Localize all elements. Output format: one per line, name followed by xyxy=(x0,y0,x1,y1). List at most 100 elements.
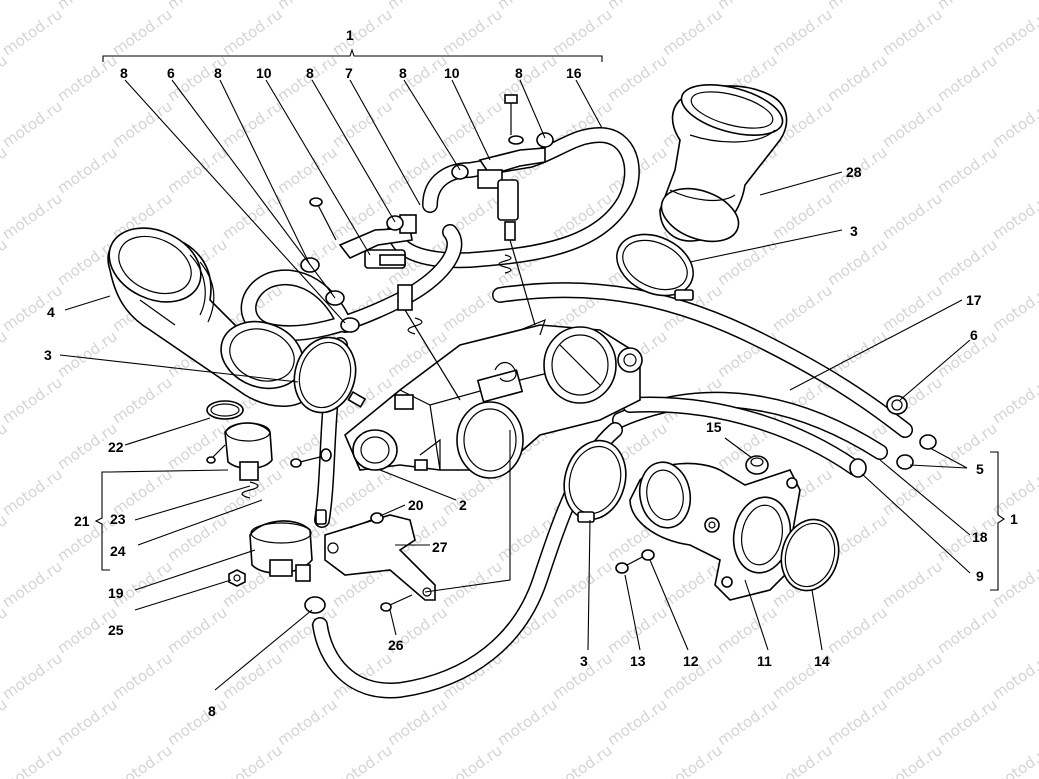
watermark-text: motod.ru xyxy=(549,741,616,779)
watermark-text: motod.ru xyxy=(219,741,286,779)
watermark-text: motod.ru xyxy=(989,557,1039,611)
watermark-text: motod.ru xyxy=(219,97,286,151)
watermark-text: motod.ru xyxy=(934,327,1001,381)
callout-26: 26 xyxy=(388,637,404,653)
callout-21: 21 xyxy=(74,513,90,529)
callout-27: 27 xyxy=(432,539,448,555)
watermark-text: motod.ru xyxy=(659,5,726,59)
watermark-text: motod.ru xyxy=(604,695,671,749)
sleeve-9 xyxy=(849,458,867,478)
watermark-text: motod.ru xyxy=(714,0,781,13)
spring-23 xyxy=(241,481,259,499)
watermark-text: motod.ru xyxy=(879,465,946,519)
fitting-small xyxy=(315,509,327,525)
callout-11: 11 xyxy=(757,653,772,669)
watermark-text: motod.ru xyxy=(824,695,891,749)
watermark-text: motod.ru xyxy=(0,649,66,703)
callout-10-b: 10 xyxy=(444,65,460,81)
watermark-text: motod.ru xyxy=(934,143,1001,197)
watermark-text: motod.ru xyxy=(54,0,121,13)
callout-14: 14 xyxy=(814,653,830,669)
watermark-text: motod.ru xyxy=(329,5,396,59)
watermark-text: motod.ru xyxy=(989,741,1039,779)
callout-3-c: 3 xyxy=(580,653,588,669)
spring-b xyxy=(407,317,423,335)
callout-9: 9 xyxy=(976,568,984,584)
callout-22: 22 xyxy=(108,439,124,455)
watermark-text: motod.ru xyxy=(604,0,671,13)
watermark-text: motod.ru xyxy=(659,741,726,779)
watermark-text: motod.ru xyxy=(0,741,66,779)
watermark-text: motod.ru xyxy=(934,0,1001,13)
watermark-text: motod.ru xyxy=(109,741,176,779)
watermark-text: motod.ru xyxy=(549,557,616,611)
screw-top xyxy=(309,197,337,241)
watermark-text: motod.ru xyxy=(604,51,671,105)
watermark-text: motod.ru xyxy=(0,189,66,243)
watermark-text: motod.ru xyxy=(0,557,66,611)
callout-labels: 1 8 6 8 10 8 7 8 10 8 16 28 3 17 6 4 3 2… xyxy=(44,27,1018,719)
watermark-text: motod.ru xyxy=(54,327,121,381)
watermark-text: motod.ru xyxy=(769,5,836,59)
watermark-text: motod.ru xyxy=(219,5,286,59)
intake-duct-4 xyxy=(107,227,311,407)
watermark-text: motod.ru xyxy=(219,649,286,703)
watermark-text: motod.ru xyxy=(274,695,341,749)
o-ring-22 xyxy=(206,400,244,420)
watermark-text: motod.ru xyxy=(879,97,946,151)
watermark-text: motod.ru xyxy=(329,741,396,779)
callout-8-f: 8 xyxy=(208,703,216,719)
watermark-text: motod.ru xyxy=(384,0,451,13)
watermark-text: motod.ru xyxy=(934,51,1001,105)
watermark-text: motod.ru xyxy=(714,695,781,749)
callout-8-a: 8 xyxy=(120,65,128,81)
watermark-text: motod.ru xyxy=(164,419,231,473)
sleeve-6 xyxy=(886,395,908,415)
watermark-text: motod.ru xyxy=(164,0,231,13)
fuel-rail-10-b xyxy=(477,94,546,326)
callout-1-top: 1 xyxy=(346,27,354,43)
watermark-text: motod.ru xyxy=(164,695,231,749)
throttle-body-2 xyxy=(344,318,643,479)
watermark-text: motod.ru xyxy=(824,51,891,105)
fuel-rail-10-a xyxy=(338,214,461,401)
watermark-text: motod.ru xyxy=(109,373,176,427)
clamp-3-bottom xyxy=(563,439,627,523)
callout-13: 13 xyxy=(630,653,646,669)
callout-24: 24 xyxy=(110,543,126,559)
callout-15: 15 xyxy=(706,419,722,435)
watermark-text: motod.ru xyxy=(54,143,121,197)
watermark-text: motod.ru xyxy=(934,419,1001,473)
watermark-text: motod.ru xyxy=(714,235,781,289)
watermark-text: motod.ru xyxy=(219,189,286,243)
callout-8-d: 8 xyxy=(399,65,407,81)
nut-25 xyxy=(228,569,246,587)
watermark-text: motod.ru xyxy=(879,5,946,59)
callout-2: 2 xyxy=(459,497,467,513)
callout-7: 7 xyxy=(345,65,353,81)
watermark-text: motod.ru xyxy=(494,695,561,749)
clamp-3-left xyxy=(293,336,367,414)
watermark-text: motod.ru xyxy=(879,189,946,243)
watermark-text: motod.ru xyxy=(769,281,836,335)
watermark-text: motod.ru xyxy=(329,465,396,519)
watermark-text: motod.ru xyxy=(824,235,891,289)
callout-28: 28 xyxy=(846,164,862,180)
o-ring-14 xyxy=(780,518,840,592)
hose-9 xyxy=(622,396,863,476)
watermark-text: motod.ru xyxy=(989,5,1039,59)
callout-10-a: 10 xyxy=(256,65,272,81)
intake-manifold-11 xyxy=(629,461,801,601)
watermark-text: motod.ru xyxy=(989,373,1039,427)
watermark-text: motod.ru xyxy=(164,143,231,197)
callout-5: 5 xyxy=(976,461,984,477)
watermark-text: motod.ru xyxy=(494,0,561,13)
callout-3-b: 3 xyxy=(44,347,52,363)
watermark-text: motod.ru xyxy=(879,557,946,611)
watermark-text: motod.ru xyxy=(439,557,506,611)
callout-12: 12 xyxy=(683,653,699,669)
callout-3-a: 3 xyxy=(850,223,858,239)
callout-23: 23 xyxy=(110,511,126,527)
callout-20: 20 xyxy=(408,497,424,513)
